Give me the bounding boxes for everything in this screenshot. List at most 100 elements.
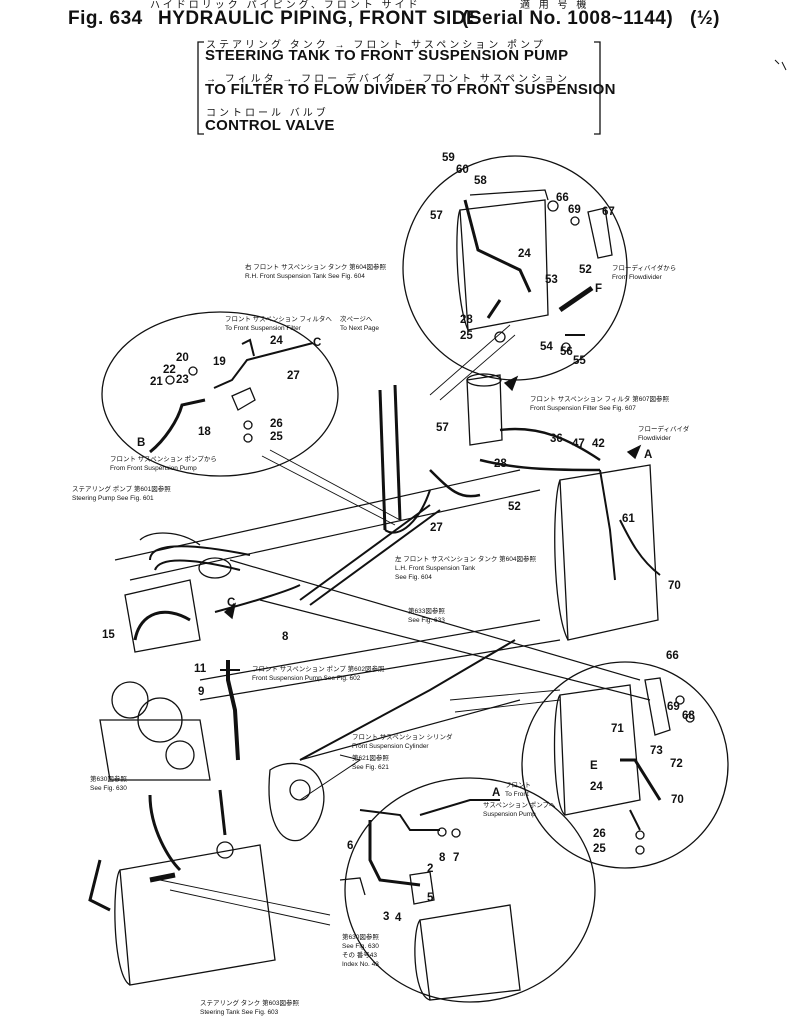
note-steering-tank: Steering Tank See Fig. 603 xyxy=(200,1009,279,1016)
detail-circle-top-left xyxy=(101,311,339,477)
note-fig630b-jp: 第630図参照 xyxy=(342,934,379,941)
note-from-flowdivider: From Flowdivider xyxy=(612,274,662,281)
callout-26-b: 26 xyxy=(593,828,606,840)
callout-57-b: 57 xyxy=(436,422,449,434)
bracket-right xyxy=(594,41,601,135)
note-next-page: To Next Page xyxy=(340,325,380,332)
callout-67: 67 xyxy=(602,206,615,218)
note-from-flowdivider-jp: フローディバイダから xyxy=(612,265,677,272)
note-cylinder-jp: フロント サスペンション シリンダ xyxy=(352,734,453,741)
callout-4: 4 xyxy=(395,912,402,924)
callout-21: 21 xyxy=(150,376,163,388)
callout-70: 70 xyxy=(668,580,681,592)
note-lh-tank-2: See Fig. 604 xyxy=(395,574,432,581)
callout-7: 7 xyxy=(453,852,460,864)
callout-60: 60 xyxy=(456,164,469,176)
route-line-2: TO FILTER TO FLOW DIVIDER TO FRONT SUSPE… xyxy=(205,81,616,98)
note-fig630b: See Fig. 630 xyxy=(342,943,379,950)
callout-52: 52 xyxy=(579,264,592,276)
callout-19: 19 xyxy=(213,356,226,368)
note-to-front-jp: フロント xyxy=(505,782,531,789)
figure-title: HYDRAULIC PIPING, FRONT SIDE xyxy=(158,8,480,29)
callout-61: 61 xyxy=(622,513,635,525)
callout-54: 54 xyxy=(540,341,553,353)
callout-25: 25 xyxy=(460,330,473,342)
note-steering-tank-jp: ステアリング タンク 第603図参照 xyxy=(200,1000,299,1007)
serial-japanese: 適 用 号 機 xyxy=(520,0,590,11)
callout-23: 23 xyxy=(176,374,189,386)
note-from-pump-jp: フロント サスペンション ポンプから xyxy=(110,456,217,463)
note-rh-tank-jp: 右 フロント サスペンション タンク 第604図参照 xyxy=(245,264,386,271)
callout-24-c: 24 xyxy=(590,781,603,793)
callout-28-b: 28 xyxy=(494,458,507,470)
callout-56: 56 xyxy=(560,346,573,358)
route-line-1: STEERING TANK TO FRONT SUSPENSION PUMP xyxy=(205,47,569,64)
note-fig630: See Fig. 630 xyxy=(90,785,127,792)
callout-F: F xyxy=(595,283,603,295)
callout-26: 26 xyxy=(270,418,283,430)
callout-3: 3 xyxy=(383,911,390,923)
callout-53: 53 xyxy=(545,274,558,286)
callout-8-b: 8 xyxy=(439,852,446,864)
detail-circle-bottom xyxy=(344,777,596,1003)
route-jp-2: → フィルタ → フロー デバイダ → フロント サスペンション xyxy=(206,74,570,85)
callout-18: 18 xyxy=(198,426,211,438)
note-to-front: To Front xyxy=(505,791,529,798)
callout-25-c: 25 xyxy=(593,843,606,855)
callout-59: 59 xyxy=(442,152,455,164)
note-lh-tank-1: L.H. Front Suspension Tank xyxy=(395,565,476,572)
callout-5: 5 xyxy=(427,892,434,904)
note-index43-jp: その 番号43 xyxy=(342,952,378,959)
note-flowdivider-jp: フローディバイダ xyxy=(638,426,690,433)
callout-C-b: C xyxy=(227,597,236,609)
page-part: (½) xyxy=(690,8,720,29)
callout-66: 66 xyxy=(556,192,569,204)
callout-B: B xyxy=(137,437,146,449)
note-filter-jp: フロント サスペンション フィルタ 第607図参照 xyxy=(530,396,670,403)
serial-range: (Serial No. 1008~1144) xyxy=(462,8,674,29)
callout-69: 69 xyxy=(568,204,581,216)
note-next-page-jp: 次ページへ xyxy=(340,316,373,323)
callout-24: 24 xyxy=(518,248,531,260)
callout-C: C xyxy=(313,337,322,349)
title-japanese: ハイドロリック パイピング、フロント サイド xyxy=(150,0,421,11)
note-to-filter: To Front Suspension Filter xyxy=(225,325,301,332)
callout-9: 9 xyxy=(198,686,205,698)
note-susp-pump: Front Suspension Pump See Fig. 602 xyxy=(252,675,361,682)
route-jp-1: ステアリング タンク → フロント サスペンション ポンプ xyxy=(206,40,546,51)
callout-52-b: 52 xyxy=(508,501,521,513)
callout-8: 8 xyxy=(282,631,289,643)
note-fig621: See Fig. 621 xyxy=(352,764,389,771)
callout-6: 6 xyxy=(347,840,354,852)
callout-70-b: 70 xyxy=(671,794,684,806)
bracket-left xyxy=(197,41,204,135)
route-line-3: CONTROL VALVE xyxy=(205,117,335,134)
figure-number: Fig. 634 xyxy=(68,8,143,29)
callout-36: 36 xyxy=(550,433,563,445)
callout-69-b: 69 xyxy=(667,701,680,713)
note-fig630-jp: 第630図参照 xyxy=(90,776,127,783)
callout-55: 55 xyxy=(573,355,586,367)
callout-25-b: 25 xyxy=(270,431,283,443)
callout-57: 57 xyxy=(430,210,443,222)
note-steering-pump-jp: ステアリング ポンプ 第601図参照 xyxy=(72,486,171,493)
note-susp-pump-jp: フロント サスペンション ポンプ 第602図参照 xyxy=(252,666,385,673)
callout-15: 15 xyxy=(102,629,115,641)
note-index43: Index No. 43 xyxy=(342,961,379,968)
note-lh-tank-jp: 左 フロント サスペンション タンク 第604図参照 xyxy=(395,556,536,563)
detail-circle-bottom-right xyxy=(521,661,729,869)
callout-20: 20 xyxy=(176,352,189,364)
note-flowdivider: Flowdivider xyxy=(638,435,671,442)
callout-42: 42 xyxy=(592,438,605,450)
note-fig633: See Fig. 633 xyxy=(408,617,445,624)
callout-73: 73 xyxy=(650,745,663,757)
callout-2: 2 xyxy=(427,863,434,875)
callout-72: 72 xyxy=(670,758,683,770)
callout-11: 11 xyxy=(194,663,207,675)
note-to-filter-jp: フロント サスペンション フィルタへ xyxy=(225,316,332,323)
callout-27: 27 xyxy=(287,370,300,382)
note-from-pump: From Front Suspension Pump xyxy=(110,465,197,472)
note-steering-pump: Steering Pump See Fig. 601 xyxy=(72,495,154,502)
